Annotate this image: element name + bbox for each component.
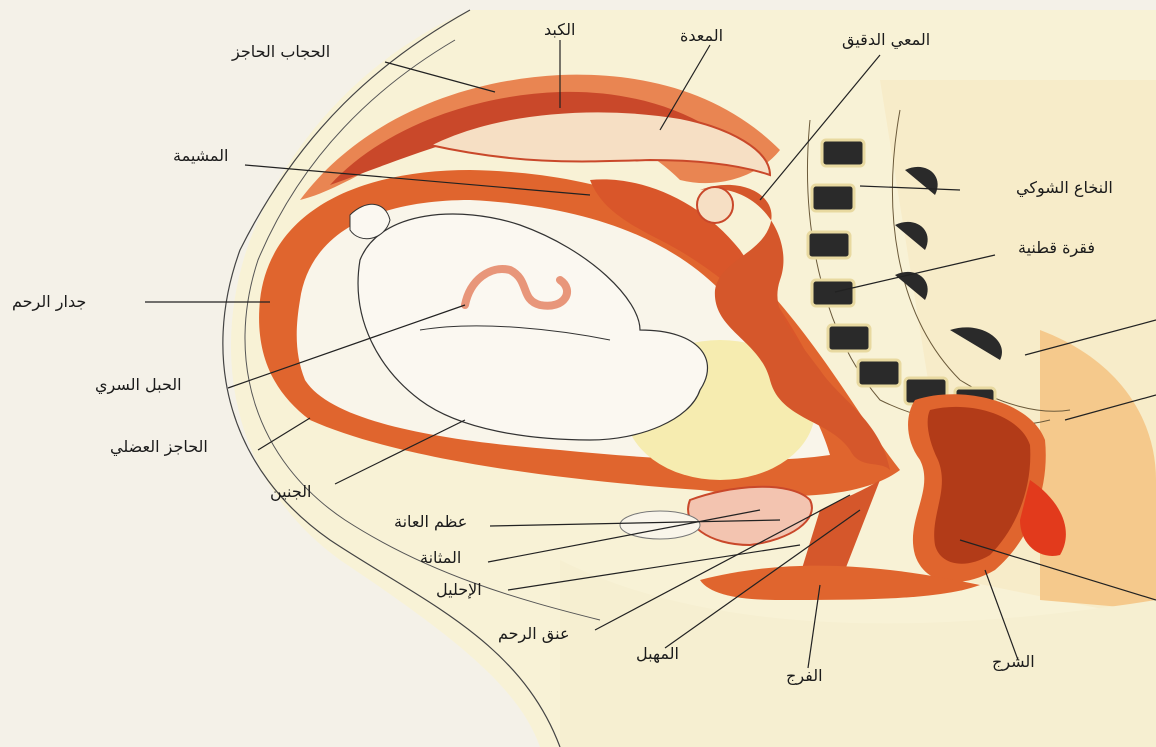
label-umbilical-cord: الحبل السري — [95, 375, 182, 394]
label-muscular-wall: الحاجز العضلي — [110, 437, 208, 456]
label-stomach: المعدة — [680, 26, 723, 45]
label-spinal-cord: النخاع الشوكي — [1016, 178, 1113, 197]
label-urethra: الإحليل — [436, 580, 482, 599]
label-lumbar-vertebra: فقرة قطنية — [1018, 238, 1095, 257]
label-cervix: عنق الرحم — [498, 624, 570, 643]
label-pubic-bone: عظم العانة — [394, 512, 467, 531]
intestine-loop — [697, 187, 733, 223]
label-fetus: الجنين — [270, 482, 311, 501]
label-liver: الكبد — [544, 20, 575, 39]
label-vulva: الفرج — [786, 666, 823, 685]
label-diaphragm: الحجاب الحاجز — [232, 42, 330, 61]
label-uterine-wall: جدار الرحم — [12, 292, 86, 311]
label-anus: الشرج — [992, 652, 1035, 671]
label-placenta: المشيمة — [173, 146, 229, 165]
label-vagina: المهبل — [636, 644, 679, 663]
label-bladder: المثانة — [420, 548, 461, 567]
label-small-intestine: المعي الدقيق — [842, 30, 930, 49]
